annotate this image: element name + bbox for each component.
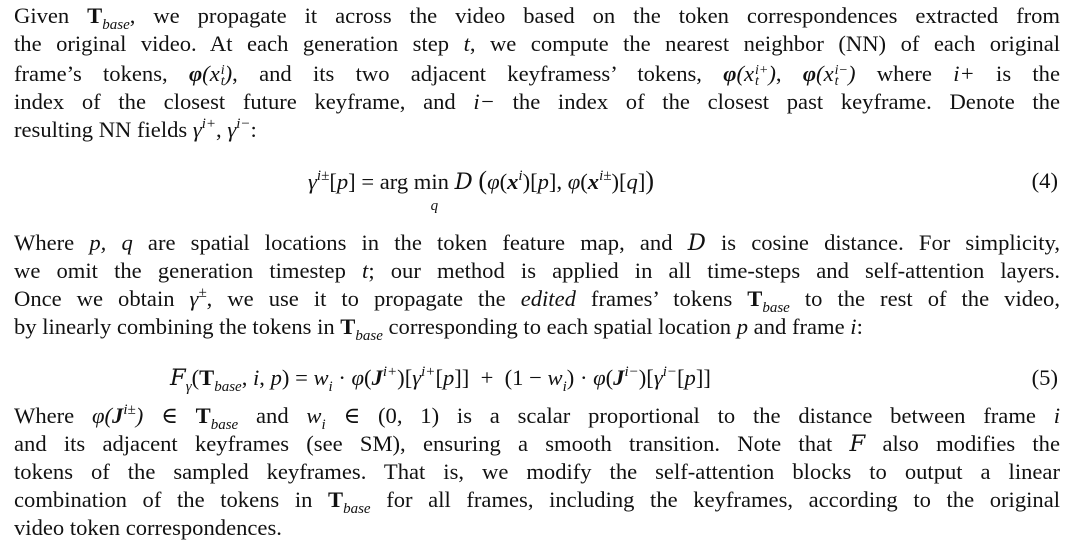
text: : — [856, 314, 863, 339]
math-D: D — [687, 230, 706, 256]
math-gamma-iminus: γi− — [227, 116, 251, 142]
math-i: i — [1053, 403, 1061, 428]
text: where — [855, 61, 954, 86]
paragraph2-line1: Where p, q are spatial locations in the … — [14, 229, 1060, 257]
paragraph1-line5: resulting NN fields γi+, γi−: — [14, 116, 257, 142]
math-subscript: i — [321, 417, 326, 433]
text: and frame — [748, 314, 851, 339]
math-pq: p, q — [89, 230, 133, 255]
equation-5-body: Fγ(Tbase, i, p) = wi · φ(Ji+)[γi+[p]] + … — [170, 364, 711, 395]
math-i: i — [850, 314, 857, 339]
math-F: F — [849, 431, 866, 457]
text: resulting NN fields — [14, 117, 193, 142]
paragraph3-line5: video token correspondences. — [14, 514, 1060, 542]
text: for all frames, including the keyframes,… — [370, 487, 1060, 512]
math-T: T — [340, 314, 356, 339]
math-interval: (0, 1) — [378, 403, 440, 428]
paragraph1-line1: Given Tbase, we propagate it across the … — [14, 2, 1060, 33]
text: and — [238, 403, 307, 428]
math-T: T — [328, 487, 344, 512]
text: ; our method is applied in all time-step… — [368, 258, 1060, 283]
math-t: t — [362, 258, 369, 283]
text: Where — [14, 230, 90, 255]
paragraph2-line4: by linearly combining the tokens in Tbas… — [14, 313, 1060, 344]
math-gamma-iplus: γi+ — [192, 116, 217, 142]
math-subscript: base — [102, 17, 130, 33]
text: index of the closest future keyframe, an… — [14, 89, 474, 114]
text: by linearly combining the tokens in — [14, 314, 341, 339]
text: also modifies the — [865, 431, 1060, 456]
text: corresponding to each spatial location — [382, 314, 737, 339]
text: , we use it to propagate the — [206, 286, 521, 311]
math-T: T — [87, 3, 103, 28]
text: Where — [14, 403, 92, 428]
paragraph1-line2: the original video. At each generation s… — [14, 30, 1060, 58]
text: , we compute the nearest neighbor (NN) o… — [469, 31, 1060, 56]
text: combination of the tokens in — [14, 487, 329, 512]
text: , we propagate it across the video based… — [129, 3, 1060, 28]
math-subscript: base — [355, 328, 383, 344]
paragraph3-line4: combination of the tokens in Tbase for a… — [14, 486, 1060, 517]
math-subscript: base — [210, 417, 239, 433]
math-T: T — [195, 403, 211, 428]
text: Once we obtain — [14, 286, 190, 311]
text: the original video. At each generation s… — [14, 31, 464, 56]
math-in: ∈ — [343, 403, 361, 428]
paragraph2-line2: we omit the generation timestep t; our m… — [14, 257, 1060, 285]
text: is the — [974, 61, 1060, 86]
text: and its adjacent keyframes (see SM), ens… — [14, 431, 850, 456]
text: are spatial locations in the token featu… — [132, 230, 688, 255]
text: the index of the closest past keyframe. … — [494, 89, 1061, 114]
paragraph3-line1: Where φ(Ji±) ∈ Tbase and wi ∈ (0, 1) is … — [14, 402, 1060, 433]
paragraph1-line4: index of the closest future keyframe, an… — [14, 88, 1060, 116]
text: frame’s tokens, — [14, 61, 189, 86]
text: frames’ tokens — [575, 286, 748, 311]
text: is cosine distance. For simplicity, — [705, 230, 1060, 255]
equation-4-number: (4) — [1031, 168, 1058, 193]
math-p: p — [736, 314, 749, 339]
math-phi-J-ipm: φ(Ji±) — [92, 402, 144, 428]
text: we omit the generation timestep — [14, 258, 363, 283]
math-subscript: base — [762, 300, 790, 316]
math-t: t — [463, 31, 470, 56]
text: to the rest of the video, — [789, 286, 1060, 311]
math-w: w — [306, 403, 322, 428]
emphasis-edited: edited — [520, 286, 576, 311]
math-T: T — [747, 286, 763, 311]
text: , and its two adjacent keyframess’ token… — [232, 61, 724, 86]
math-gamma-pm: γ± — [189, 285, 207, 311]
paragraph3-line2: and its adjacent keyframes (see SM), ens… — [14, 430, 1060, 458]
equation-5-number: (5) — [1031, 365, 1058, 390]
math-subscript: base — [343, 501, 371, 517]
math-in: ∈ — [161, 403, 178, 428]
math-iminus: i− — [473, 89, 495, 114]
paragraph2-line3: Once we obtain γ±, we use it to propagat… — [14, 285, 1060, 316]
text: is a scalar proportional to the distance… — [439, 403, 1054, 428]
math-iplus: i+ — [953, 61, 975, 86]
paragraph3-line3: tokens of the sampled keyframes. That is… — [14, 458, 1060, 486]
text: Given — [14, 3, 88, 28]
text: tokens of the sampled keyframes. That is… — [14, 459, 1060, 484]
text: video token correspondences. — [14, 515, 282, 540]
